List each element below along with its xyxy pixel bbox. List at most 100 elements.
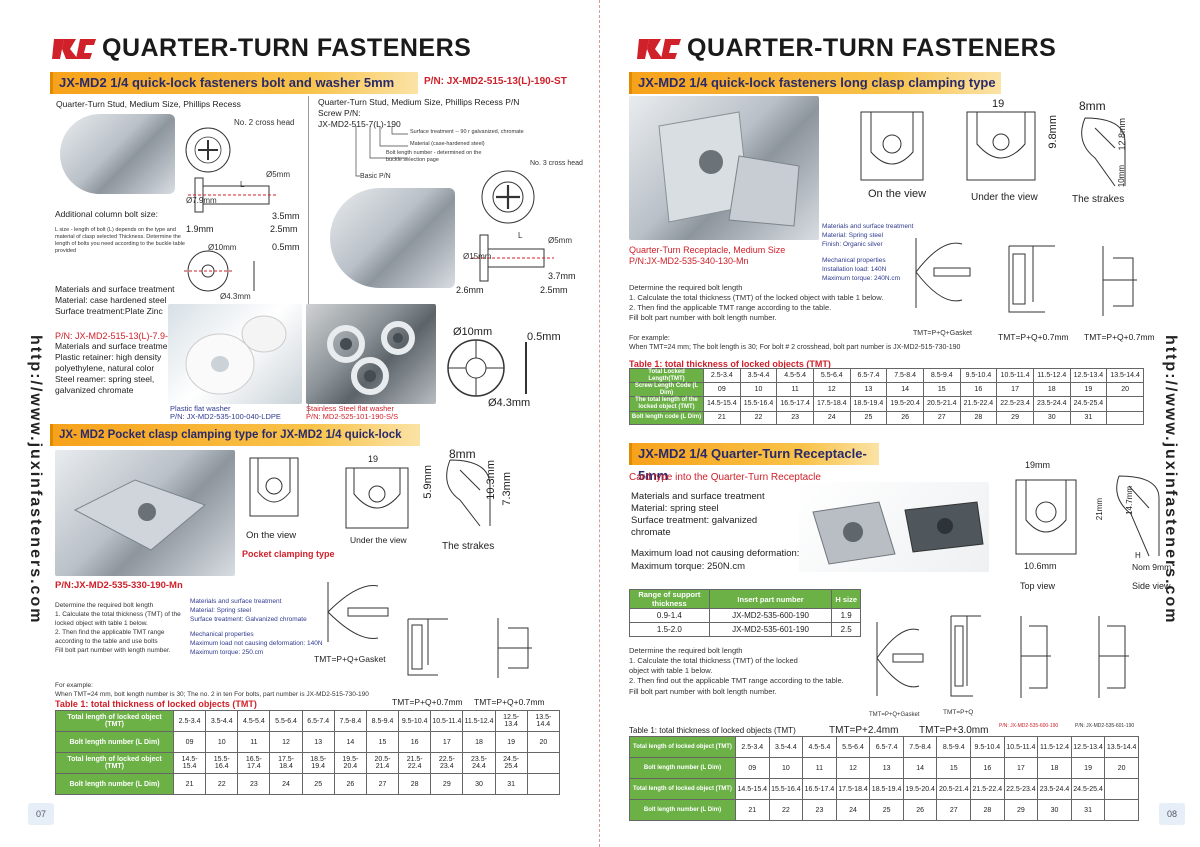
washer1-caption: Plastic flat washer [170, 404, 231, 413]
table-cell: 2.5-3.4 [172, 710, 207, 732]
mech3-block: Mechanical properties Maximum load not c… [190, 631, 323, 657]
stud-photo [60, 114, 175, 194]
website-url: http://www.juxinfasteners.com [1162, 335, 1179, 625]
table-cell: 28 [970, 799, 1005, 821]
dim-d3: 1.9mm [186, 224, 214, 234]
page-number: 08 [1159, 803, 1185, 825]
long-clasp-photo [629, 96, 819, 240]
table-cell [1104, 778, 1139, 800]
example-line: When TMT=24 mm; The bolt length is 30; F… [629, 344, 961, 352]
clip-dim-c: 5.9mm [422, 465, 434, 499]
receptacle-a-drawing [1011, 608, 1061, 708]
table-cell: 9.5-10.4 [959, 367, 998, 384]
table-cell: 10 [205, 731, 239, 753]
table-cell: 23.5-24.4 [1032, 396, 1071, 412]
on-view-label: On the view [868, 188, 927, 200]
left-page: QUARTER-TURN FASTENERS JX-MD2 1/4 quick-… [27, 0, 600, 847]
table-cell: 12 [269, 731, 303, 753]
long-under-view-drawing [963, 108, 1039, 184]
stud2-caption-line: Quarter-Turn Stud, Medium Size, Phillips… [318, 97, 520, 107]
section-banner: JX-MD2 1/4 quick-lock fasteners bolt and… [50, 72, 418, 94]
pn-breakdown-lines [350, 124, 410, 180]
table-cell: 25 [301, 773, 335, 795]
mech-block: Mechanical properties Installation load:… [822, 257, 900, 283]
table-cell: 21 [703, 410, 741, 425]
table-cell: 29 [1003, 799, 1039, 821]
stud2-caption: Quarter-Turn Stud, Medium Size, Phillips… [318, 97, 519, 130]
table-cell: 7.5-8.4 [902, 736, 938, 758]
dim-d5: Ø10mm [208, 243, 237, 252]
pn-a-label: P/N: JX-MD2-535-600-190 [999, 723, 1059, 729]
pocket-under-view-drawing [342, 464, 412, 532]
table-cell: 6.5-7.4 [849, 367, 888, 384]
table-cell: 11 [802, 757, 837, 779]
dim-e: 10mm [1117, 165, 1126, 188]
determine2-block: Determine the required bolt length 1. Ca… [629, 646, 844, 697]
brand-logo [50, 35, 98, 63]
table-cell: 23 [237, 773, 271, 795]
row-header: Bolt length number (L Dim) [629, 799, 736, 821]
tmt-table: Total length of locked object (TMT)2.5-3… [55, 710, 561, 795]
table-cell: 13.5-14.4 [1106, 367, 1144, 384]
stud-caption: Quarter-Turn Stud, Medium Size, Phillips… [56, 99, 241, 109]
mat-line: Materials and surface treatment [822, 223, 914, 230]
table-cell: 30 [1037, 799, 1072, 821]
tmt-07-drawing [398, 605, 458, 685]
receptacle-side-view-drawing [1109, 468, 1169, 568]
mech3-line: Maximum torque: 250.cm [190, 648, 264, 656]
table-cell: 13.5-14.4 [526, 710, 561, 732]
table-cell: 12.5-13.4 [1070, 736, 1106, 758]
table-cell: 5.5-6.4 [812, 367, 851, 384]
tmt-07b-label: TMT=P+Q+0.7mm [474, 697, 545, 707]
clip-dim-a: 19 [368, 454, 379, 464]
example-line: When TMT=24 mm, bolt length number is 30… [55, 691, 369, 699]
washer-dim-c: Ø4.3mm [488, 397, 531, 409]
support-cell: JX-MD2-535-601-190 [708, 622, 833, 637]
plastic-washer-photo [168, 304, 302, 404]
table-cell: 15.5-16.4 [768, 778, 804, 800]
support-cell: 1.9 [831, 608, 861, 623]
receptacle-caption: Quarter-Turn Receptacle, Medium Size [629, 245, 786, 255]
washer2-pn: P/N: MD2-525-101-190-S/S [306, 412, 399, 421]
table-cell: 10.5-11.4 [996, 367, 1034, 384]
dim-d4: 0.5mm [272, 242, 300, 252]
part-number-2: P/N: JX-MD2-515-13(L)-7.9-ST [55, 331, 180, 341]
row-header: Bolt length code (L Dim) [629, 410, 704, 425]
dim-L: L [240, 180, 245, 189]
table-cell: 13 [301, 731, 335, 753]
clip-dim-b: 8mm [449, 447, 476, 461]
brand-title: QUARTER-TURN FASTENERS [687, 34, 1057, 62]
receptacle-b-drawing [1089, 608, 1139, 708]
materials-line: Surface treatment:Plate Zinc [55, 306, 163, 317]
table-cell: 22 [205, 773, 239, 795]
stud2-caption-line: Screw P/N: [318, 108, 361, 119]
additional-size: Additional column bolt size: [55, 209, 159, 219]
table-cell [1106, 396, 1144, 412]
table-title: Table 1: total thickness of locked objec… [55, 699, 257, 709]
table-cell: 5.5-6.4 [835, 736, 871, 758]
table-cell: 21 [172, 773, 207, 795]
long-strakes-drawing [1071, 112, 1141, 192]
table-cell: 11.5-12.4 [1037, 736, 1072, 758]
table-row: Total length of locked object (TMT)2.5-3… [55, 710, 561, 732]
table-cell: 3.5-4.4 [768, 736, 804, 758]
right-page: QUARTER-TURN FASTENERS JX-MD2 1/4 quick-… [601, 0, 1200, 847]
mat-line: Finish: Organic silver [822, 240, 883, 248]
table-cell: 11 [776, 382, 814, 398]
tmt-gasket-label: TMT=P+Q+Gasket [314, 654, 386, 664]
materials2-line: Steel reamer: spring steel, [55, 374, 155, 385]
table-cell: 16 [959, 382, 998, 398]
table-cell: 24 [835, 799, 871, 821]
dim2-d: 10.6mm [1024, 561, 1057, 571]
materials2-line: Plastic retainer: high density [55, 352, 162, 363]
under-view-label: Under the view [971, 192, 1038, 203]
pocket-on-view-drawing [244, 452, 304, 522]
pocket-strakes-drawing [436, 456, 506, 536]
mech-line: Installation load: 140N [822, 265, 887, 273]
table-cell: 2.5-3.4 [703, 367, 741, 384]
brand-title: QUARTER-TURN FASTENERS [102, 34, 472, 62]
table-cell: 13.5-14.4 [1104, 736, 1139, 758]
table-cell: 14 [902, 757, 938, 779]
pocket-type-label: Pocket clamping type [242, 549, 335, 559]
